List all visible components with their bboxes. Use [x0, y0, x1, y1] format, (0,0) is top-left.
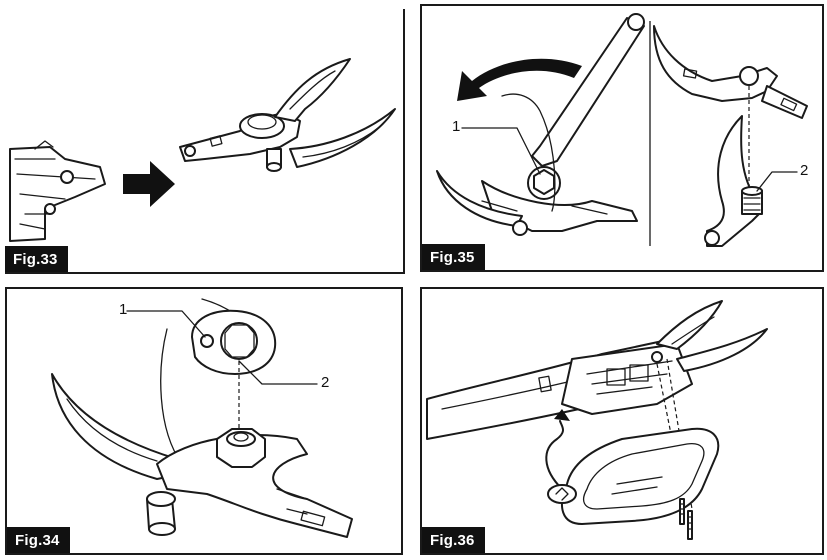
figure-label: Fig.33 — [5, 246, 68, 272]
callout-2: 2 — [800, 162, 809, 179]
figure-33-panel: Fig.33 — [5, 9, 405, 274]
nut-loosening-illustration — [436, 13, 808, 247]
callout-2: 2 — [321, 374, 330, 391]
figure-36-panel: Fig.36 — [420, 287, 824, 555]
blade-removal-illustration — [9, 58, 396, 242]
wrench-and-nut-illustration — [51, 298, 353, 538]
callout-1: 1 — [119, 301, 128, 318]
figure-34-panel: 1 2 Fig.34 — [5, 287, 403, 555]
callout-1: 1 — [452, 118, 461, 135]
cover-attachment-illustration — [426, 300, 768, 540]
figure-label: Fig.35 — [422, 244, 485, 270]
figure-label: Fig.36 — [422, 527, 485, 553]
figure-35-panel: 1 2 Fig.35 — [420, 4, 824, 272]
figure-label: Fig.34 — [7, 527, 70, 553]
